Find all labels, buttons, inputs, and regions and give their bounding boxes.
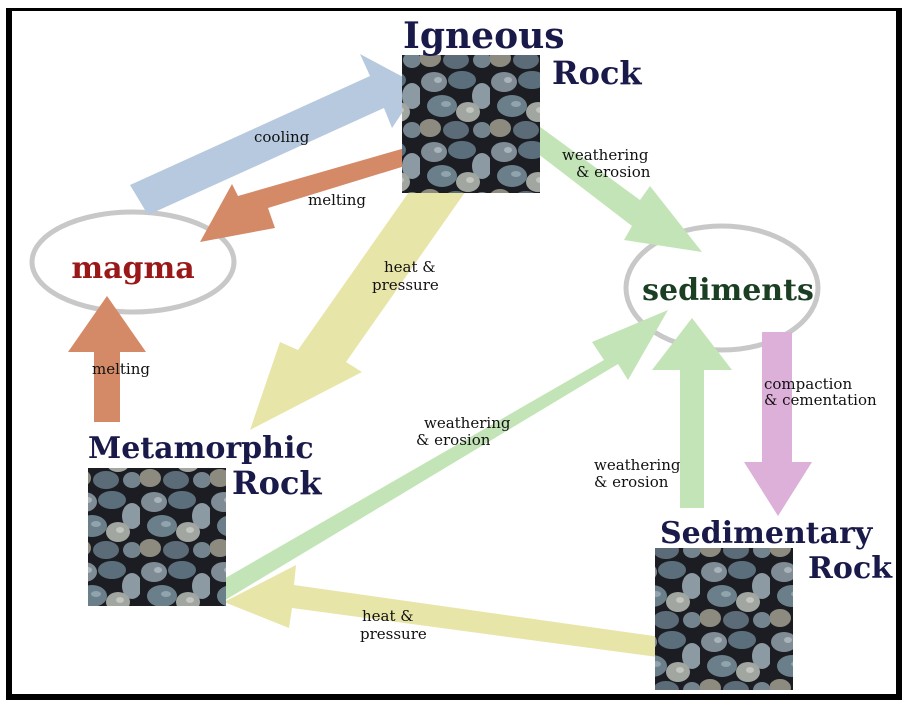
metamorphic-title-line1: Metamorphic: [88, 431, 314, 466]
label-heat-pressure-igneous-line2: pressure: [372, 276, 439, 294]
label-weathering-sedimentary-line1: weathering: [594, 456, 681, 474]
metamorphic-rock-photo: [88, 468, 226, 606]
label-weathering-sedimentary-line2: & erosion: [594, 473, 669, 491]
label-weathering-metamorphic-line2: & erosion: [416, 431, 491, 449]
label-melting-metamorphic: melting: [92, 360, 150, 378]
metamorphic-title-line2: Rock: [232, 464, 322, 502]
label-heat-pressure-igneous-line1: heat &: [384, 258, 436, 276]
label-heat-pressure-sedimentary-line2: pressure: [360, 625, 427, 643]
sedimentary-title-line2: Rock: [808, 551, 893, 586]
sedimentary-title-line1: Sedimentary: [660, 516, 874, 551]
igneous-rock-photo: [402, 55, 540, 193]
label-compaction-line2: & cementation: [764, 391, 877, 409]
frame-left-border: [6, 8, 12, 700]
frame-bottom-border: [6, 694, 902, 700]
label-heat-pressure-sedimentary-line1: heat &: [362, 607, 414, 625]
label-weathering-metamorphic-line1: weathering: [424, 414, 511, 432]
label-melting-igneous: melting: [308, 191, 366, 209]
magma-label: magma: [71, 251, 194, 286]
label-weathering-igneous-line2: & erosion: [576, 163, 651, 181]
frame-top-border: [6, 8, 902, 11]
igneous-title-line2: Rock: [552, 54, 642, 92]
sediments-label: sediments: [642, 273, 814, 308]
label-weathering-igneous-line1: weathering: [562, 146, 649, 164]
sedimentary-rock-photo: [655, 548, 793, 690]
frame-right-border: [896, 8, 902, 700]
label-cooling: cooling: [254, 128, 310, 146]
igneous-title-line1: Igneous: [403, 15, 565, 57]
